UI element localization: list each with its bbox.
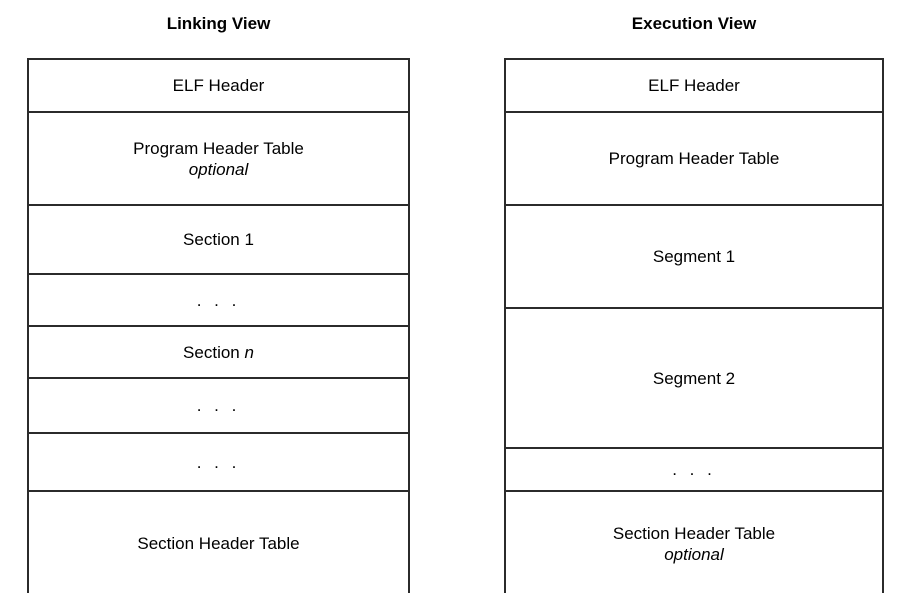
table-row: Segment 1 xyxy=(506,206,882,309)
table-row: . . . xyxy=(506,449,882,492)
linking-view-title: Linking View xyxy=(166,14,271,33)
row-ellipsis: . . . xyxy=(196,452,241,472)
row-ellipsis: . . . xyxy=(196,396,241,415)
table-row: Segment 2 xyxy=(506,309,882,449)
table-row: Section 1 xyxy=(29,206,408,275)
row-label: Section n xyxy=(183,342,254,362)
table-row: . . . xyxy=(29,379,408,434)
row-label: Program Header Table xyxy=(608,149,780,168)
row-label-italic-variable: n xyxy=(244,342,254,362)
row-label: ELF Header xyxy=(648,76,740,95)
table-row: Program Header Table xyxy=(506,113,882,206)
row-label: Segment 1 xyxy=(652,247,736,266)
table-row: . . . xyxy=(29,275,408,327)
row-label: Section 1 xyxy=(183,230,254,249)
row-sublabel: optional xyxy=(664,544,724,564)
row-label: Section Header Table xyxy=(137,534,300,553)
table-row: Section n xyxy=(29,327,408,379)
row-label: Program Header Table xyxy=(133,138,304,158)
row-label: ELF Header xyxy=(172,76,265,95)
row-ellipsis: . . . xyxy=(672,460,716,479)
table-row: ELF Header xyxy=(29,60,408,113)
table-row: Section Header Table xyxy=(29,492,408,595)
row-label: Segment 2 xyxy=(652,368,736,388)
table-row: ELF Header xyxy=(506,60,882,113)
table-row: . . . xyxy=(29,434,408,492)
row-label: Section Header Table xyxy=(612,523,776,543)
row-ellipsis: . . . xyxy=(196,290,241,310)
row-sublabel: optional xyxy=(188,159,249,179)
execution-view-title: Execution View xyxy=(631,14,757,33)
